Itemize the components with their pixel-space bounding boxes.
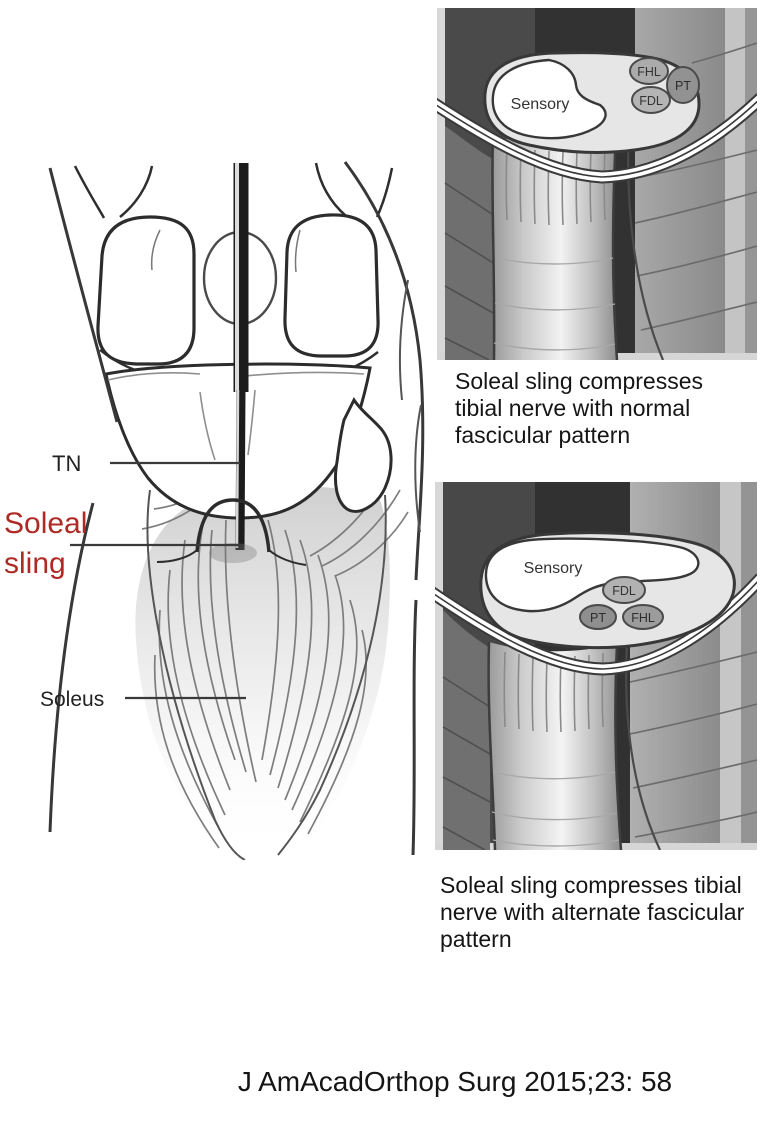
lateral-femoral-condyle	[283, 213, 380, 358]
caption-normal-pattern: Soleal sling compresses tibial nerve wit…	[455, 368, 755, 449]
soleus-fiber-striations	[141, 469, 409, 849]
sling-shadow	[209, 543, 257, 563]
sensory-label: Sensory	[524, 560, 583, 577]
fdl-fascicle	[631, 86, 671, 114]
tibial-nerve	[233, 163, 249, 551]
soleus-label: Soleus	[40, 688, 104, 711]
pt-label: PT	[675, 79, 691, 93]
tn-label: TN	[52, 451, 81, 476]
caption-line: nerve with alternate fascicular	[440, 899, 745, 925]
trunk-striations	[491, 771, 620, 847]
tibia-accent-lines	[107, 371, 365, 461]
soleus-shading	[135, 486, 390, 860]
nerve-cross-section-alternate-panel: Sensory FDL PT FHL	[435, 482, 757, 850]
soleus-wedge	[442, 610, 491, 850]
fhl-label: FHL	[631, 611, 655, 625]
caption-line: pattern	[440, 926, 512, 952]
sensory-label: Sensory	[511, 96, 570, 113]
leg-contours	[48, 161, 425, 856]
journal-citation: J AmAcadOrthop Surg 2015;23: 58	[237, 1066, 673, 1097]
leg-contour-accents	[399, 279, 422, 533]
pt-fascicle	[666, 66, 700, 104]
trunk-striations	[493, 257, 616, 351]
sensory-fascicle-region	[491, 58, 607, 140]
soleal-sling-label-line1: Soleal	[4, 507, 87, 540]
soleus-outline	[146, 489, 387, 860]
nerve-cross-section-normal-panel: Sensory FHL PT FDL	[437, 8, 757, 360]
caption-alternate-pattern: Soleal sling compresses tibial nerve wit…	[440, 872, 775, 953]
fhl-fascicle	[629, 57, 669, 85]
tibial-nerve-cross-section: Sensory FHL PT FDL	[483, 51, 701, 154]
fdl-label: FDL	[639, 94, 663, 108]
soleal-sling-label-line2: sling	[4, 547, 66, 580]
nerve-trunk	[491, 133, 619, 360]
medial-femoral-condyle	[96, 215, 196, 366]
leader-lines	[70, 461, 246, 700]
caption-line: fascicular pattern	[455, 422, 631, 448]
fdl-fascicle	[602, 576, 646, 604]
soleal-sling-arch	[156, 498, 307, 566]
tibial-nerve-cross-section: Sensory FDL PT FHL	[479, 531, 736, 650]
pt-fascicle	[579, 604, 617, 630]
caption-line: Soleal sling compresses tibial	[440, 872, 742, 898]
pt-label: PT	[590, 611, 606, 625]
soleal-sling-band	[437, 93, 757, 184]
fibula-head	[333, 397, 393, 513]
fhl-fascicle	[622, 604, 664, 630]
sensory-fascicle-region	[484, 537, 700, 613]
soleal-sling-band	[435, 573, 757, 676]
caption-line: Soleal sling compresses	[455, 368, 704, 394]
condyle-accent-lines	[150, 229, 301, 273]
soleus-wedge	[444, 126, 496, 360]
caption-line: tibial nerve with normal	[455, 395, 691, 421]
fhl-label: FHL	[637, 65, 661, 79]
leg-posterior-illustration: TN Soleal sling Soleus	[4, 161, 425, 860]
fdl-label: FDL	[612, 584, 636, 598]
